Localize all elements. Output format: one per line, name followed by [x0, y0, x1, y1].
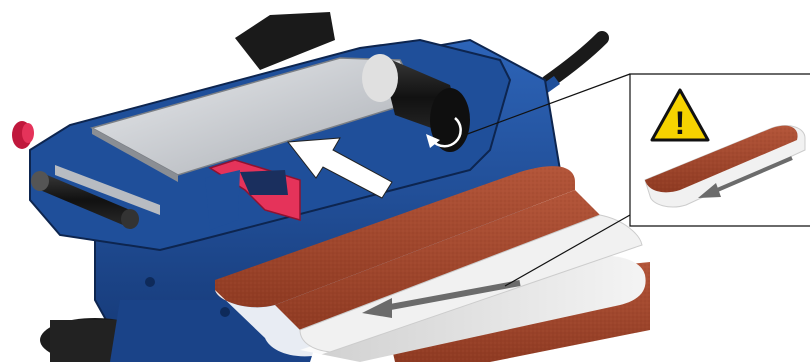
power-cable	[548, 38, 602, 82]
warning-symbol: !	[675, 105, 686, 141]
housing-screw	[145, 277, 155, 287]
housing-screw	[220, 307, 230, 317]
warning-triangle-icon: !	[652, 90, 708, 141]
tension-knob[interactable]	[12, 121, 34, 149]
